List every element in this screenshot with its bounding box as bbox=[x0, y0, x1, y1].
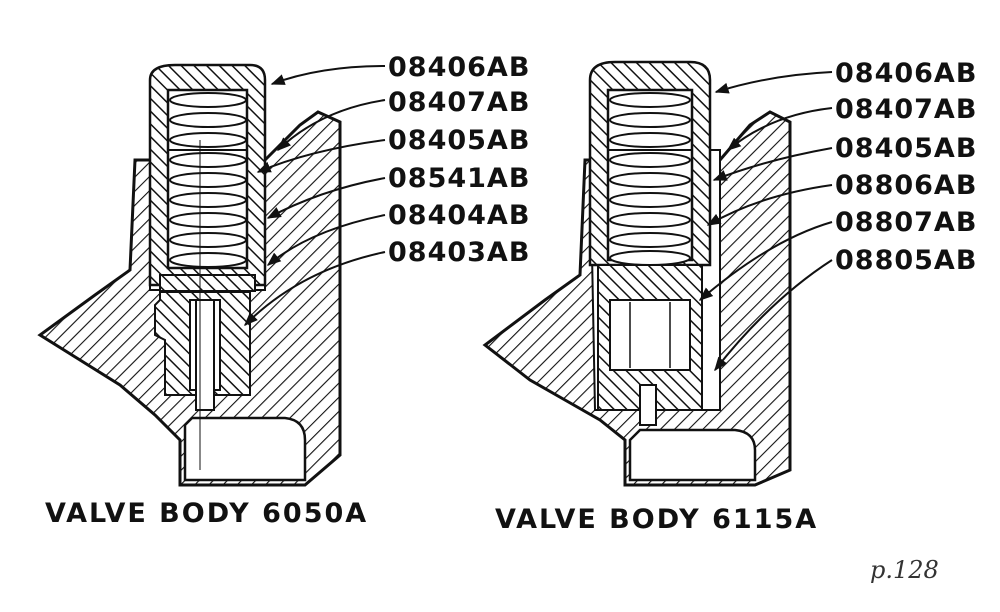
caption-left: VALVE BODY 6050A bbox=[45, 498, 368, 529]
port-opening bbox=[628, 428, 757, 482]
valve-body-right bbox=[482, 60, 792, 487]
valve-stem bbox=[639, 384, 657, 426]
part-label: 08806AB bbox=[835, 170, 977, 201]
part-label: 08406AB bbox=[388, 52, 530, 83]
part-label: 08405AB bbox=[835, 133, 977, 164]
valve-spring bbox=[169, 92, 247, 268]
part-labels-left: 08406AB 08407AB 08405AB 08541AB 08404AB … bbox=[388, 52, 530, 268]
part-label: 08541AB bbox=[388, 163, 530, 194]
leaders-right bbox=[698, 71, 833, 372]
part-label: 08407AB bbox=[835, 94, 977, 125]
leaders-left bbox=[244, 65, 386, 326]
part-label: 08406AB bbox=[835, 58, 977, 89]
valve-body-left bbox=[37, 63, 342, 487]
spring-seat bbox=[159, 274, 256, 292]
piston bbox=[609, 299, 691, 371]
valve-stem bbox=[195, 299, 215, 411]
part-label: 08403AB bbox=[388, 237, 530, 268]
valve-cap bbox=[148, 63, 267, 287]
part-label: 08407AB bbox=[388, 87, 530, 118]
caption-right: VALVE BODY 6115A bbox=[495, 504, 818, 535]
part-label: 08805AB bbox=[835, 245, 977, 276]
port-opening bbox=[183, 416, 307, 482]
stem-guide bbox=[154, 291, 251, 396]
part-labels-right: 08406AB 08407AB 08405AB 08806AB 08807AB … bbox=[835, 58, 977, 276]
valve-spring bbox=[609, 92, 691, 266]
part-label: 08405AB bbox=[388, 125, 530, 156]
part-label: 08404AB bbox=[388, 200, 530, 231]
page-note: p.128 bbox=[870, 556, 939, 584]
valve-cap bbox=[588, 60, 712, 267]
part-label: 08807AB bbox=[835, 207, 977, 238]
